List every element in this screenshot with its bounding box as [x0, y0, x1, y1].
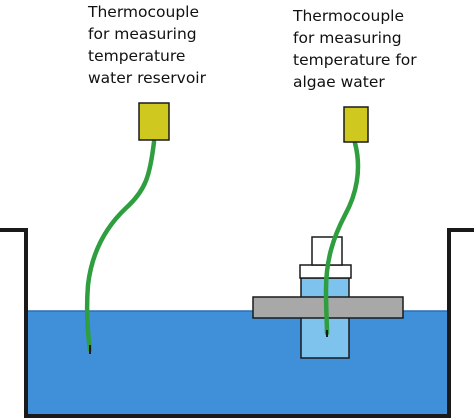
reservoir-label-line-3: temperature — [88, 47, 186, 65]
algae-thermocouple-wire — [323, 140, 361, 336]
reservoir-label-line-4: water reservoir — [88, 69, 206, 87]
algae-label-line-1: Thermocouple — [293, 7, 405, 25]
reservoir-label-line-1: Thermocouple — [88, 3, 200, 21]
reservoir-container — [0, 228, 474, 418]
algae-thermocouple-head — [343, 106, 369, 143]
reservoir-label-line-2: for measuring — [88, 25, 197, 43]
algae-label-line-3: temperature for — [293, 51, 417, 69]
reservoir-thermocouple-wire — [84, 139, 157, 353]
reservoir-water — [27, 311, 448, 415]
reservoir-thermocouple-head — [138, 102, 170, 141]
reservoir-thermocouple-label: Thermocouple for measuring temperature w… — [88, 1, 206, 89]
algae-label-line-2: for measuring — [293, 29, 402, 47]
algae-label-line-4: algae water — [293, 73, 385, 91]
algae-thermocouple-label: Thermocouple for measuring temperature f… — [293, 5, 417, 93]
